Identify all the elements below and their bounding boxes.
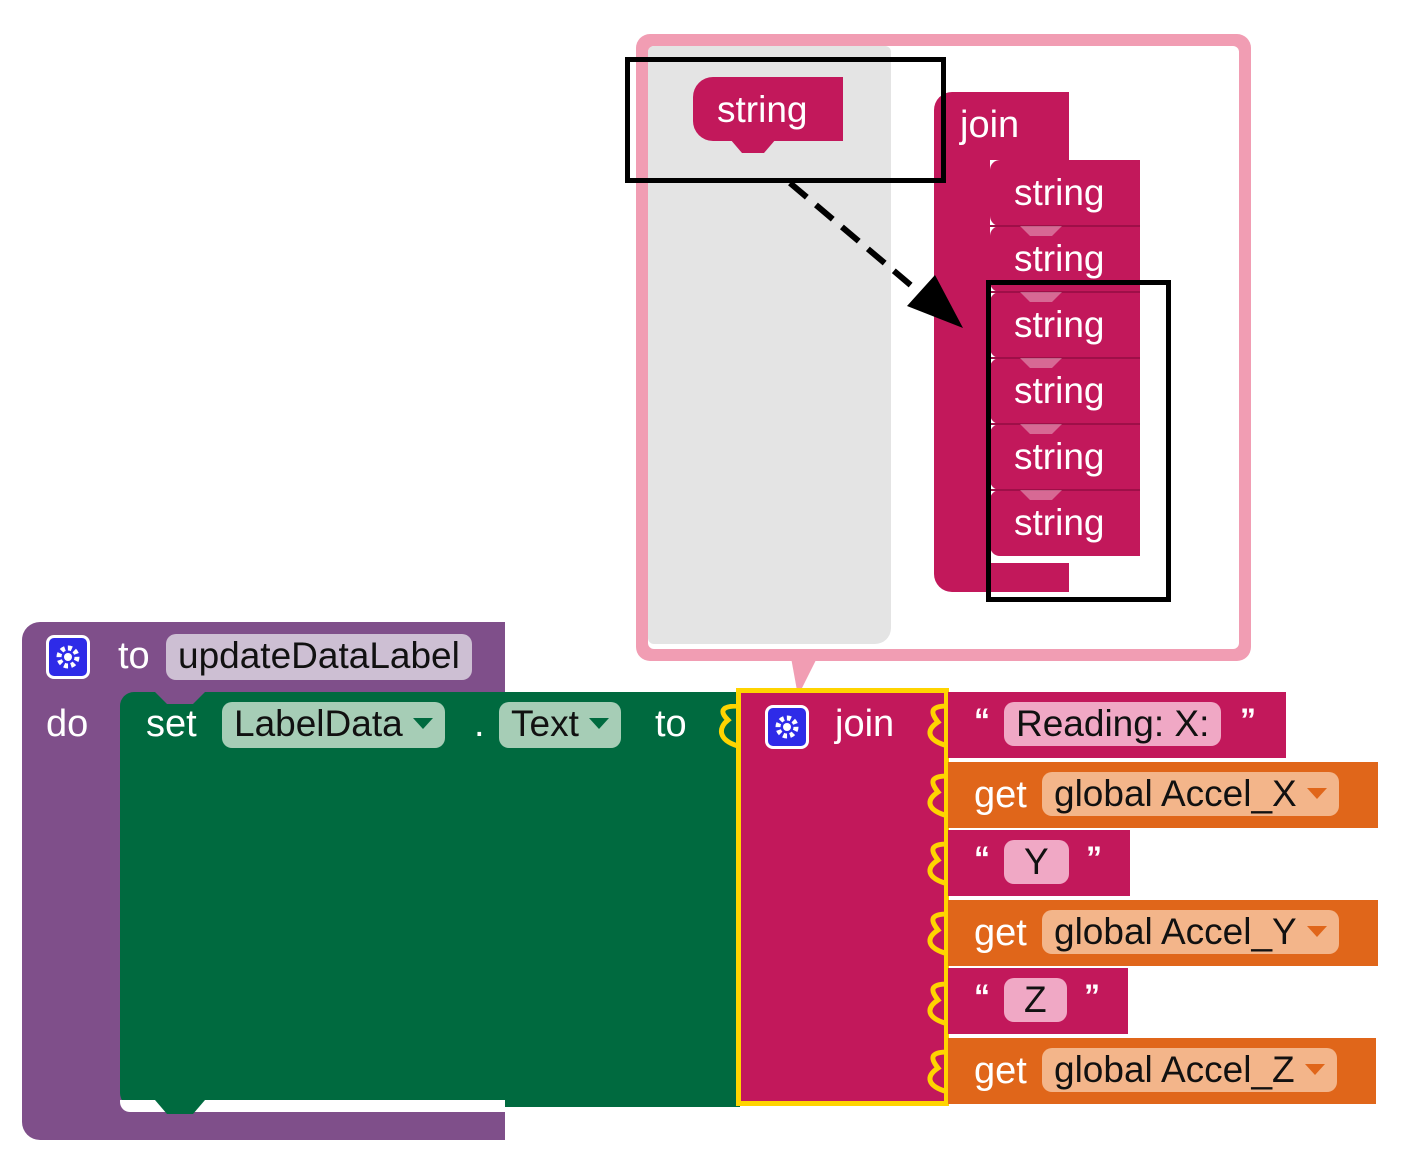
- text-value-field[interactable]: Reading: X:: [1004, 702, 1222, 746]
- mutator-item-label: string: [1014, 370, 1105, 411]
- setter-prev-notch: [155, 692, 205, 704]
- mutator-item[interactable]: string: [990, 490, 1140, 556]
- get-block[interactable]: get global Accel_X: [948, 762, 1378, 828]
- join-label: join: [835, 703, 895, 745]
- open-quote: “: [974, 702, 990, 738]
- mutator-item[interactable]: string: [990, 424, 1140, 490]
- open-quote: “: [974, 840, 990, 876]
- mutator-item[interactable]: string: [990, 160, 1140, 226]
- property-name: Text: [511, 703, 579, 744]
- join-sockets: [927, 703, 949, 1095]
- palette-string-tab: [730, 139, 776, 153]
- text-block[interactable]: “ Y ”: [948, 830, 1130, 896]
- variable-dropdown[interactable]: global Accel_Y: [1042, 910, 1339, 954]
- open-quote: “: [974, 978, 990, 1014]
- variable-name: global Accel_Y: [1054, 911, 1297, 952]
- text-value-field[interactable]: Z: [1004, 978, 1067, 1022]
- setter-next-tab: [155, 1100, 205, 1114]
- text-block[interactable]: “ Reading: X: ”: [948, 692, 1286, 758]
- mutator-item[interactable]: string: [990, 358, 1140, 424]
- join-block[interactable]: [736, 688, 949, 1106]
- procedure-to-keyword: to: [118, 635, 150, 677]
- procedure-do-keyword: do: [46, 703, 89, 745]
- mutator-item-notches: [990, 225, 1140, 500]
- dropdown-caret-icon: [1304, 1063, 1325, 1075]
- get-block[interactable]: get global Accel_Y: [948, 900, 1378, 966]
- get-block[interactable]: get global Accel_Z: [948, 1038, 1376, 1104]
- text-value-field[interactable]: Y: [1004, 840, 1069, 884]
- variable-name: global Accel_X: [1054, 773, 1297, 814]
- setter-bottom-edge: [120, 1100, 505, 1112]
- gear-icon[interactable]: [765, 705, 809, 749]
- property-dropdown[interactable]: Text: [499, 702, 621, 748]
- dropdown-caret-icon: [1306, 787, 1327, 799]
- palette-string-label: string: [717, 89, 808, 130]
- variable-name: global Accel_Z: [1054, 1049, 1295, 1090]
- mutator-item[interactable]: string: [990, 292, 1140, 358]
- mutator-item-label: string: [1014, 304, 1105, 345]
- get-keyword: get: [974, 1050, 1027, 1092]
- dropdown-caret-icon: [412, 717, 433, 729]
- setter-socket: [719, 704, 739, 748]
- bubble-tail: [790, 652, 820, 696]
- variable-dropdown[interactable]: global Accel_X: [1042, 772, 1339, 816]
- dropdown-caret-icon: [588, 717, 609, 729]
- highlight-box-new-items: [986, 280, 1171, 602]
- dashed-arrow-icon: [788, 180, 963, 328]
- setter-block[interactable]: [120, 692, 740, 1107]
- setter-to-keyword: to: [655, 703, 687, 745]
- setter-dot: .: [474, 703, 485, 745]
- variable-dropdown[interactable]: global Accel_Z: [1042, 1048, 1337, 1092]
- highlight-box-palette: [625, 57, 946, 183]
- setter-set-keyword: set: [146, 703, 197, 745]
- close-quote: ”: [1086, 840, 1102, 876]
- component-name: LabelData: [234, 703, 403, 744]
- get-keyword: get: [974, 912, 1027, 954]
- mutator-item-label: string: [1014, 238, 1105, 279]
- component-dropdown[interactable]: LabelData: [222, 702, 445, 748]
- mutator-item-label: string: [1014, 502, 1105, 543]
- mutator-join-label: join: [960, 104, 1020, 146]
- gear-icon[interactable]: [46, 635, 90, 679]
- palette-string-block[interactable]: string: [693, 77, 843, 141]
- mutator-item-label: string: [1014, 172, 1105, 213]
- get-keyword: get: [974, 774, 1027, 816]
- procedure-name-field[interactable]: updateDataLabel: [166, 634, 472, 680]
- text-block[interactable]: “ Z ”: [948, 968, 1128, 1034]
- close-quote: ”: [1240, 702, 1256, 738]
- dropdown-caret-icon: [1306, 925, 1327, 937]
- mutator-item-label: string: [1014, 436, 1105, 477]
- close-quote: ”: [1084, 978, 1100, 1014]
